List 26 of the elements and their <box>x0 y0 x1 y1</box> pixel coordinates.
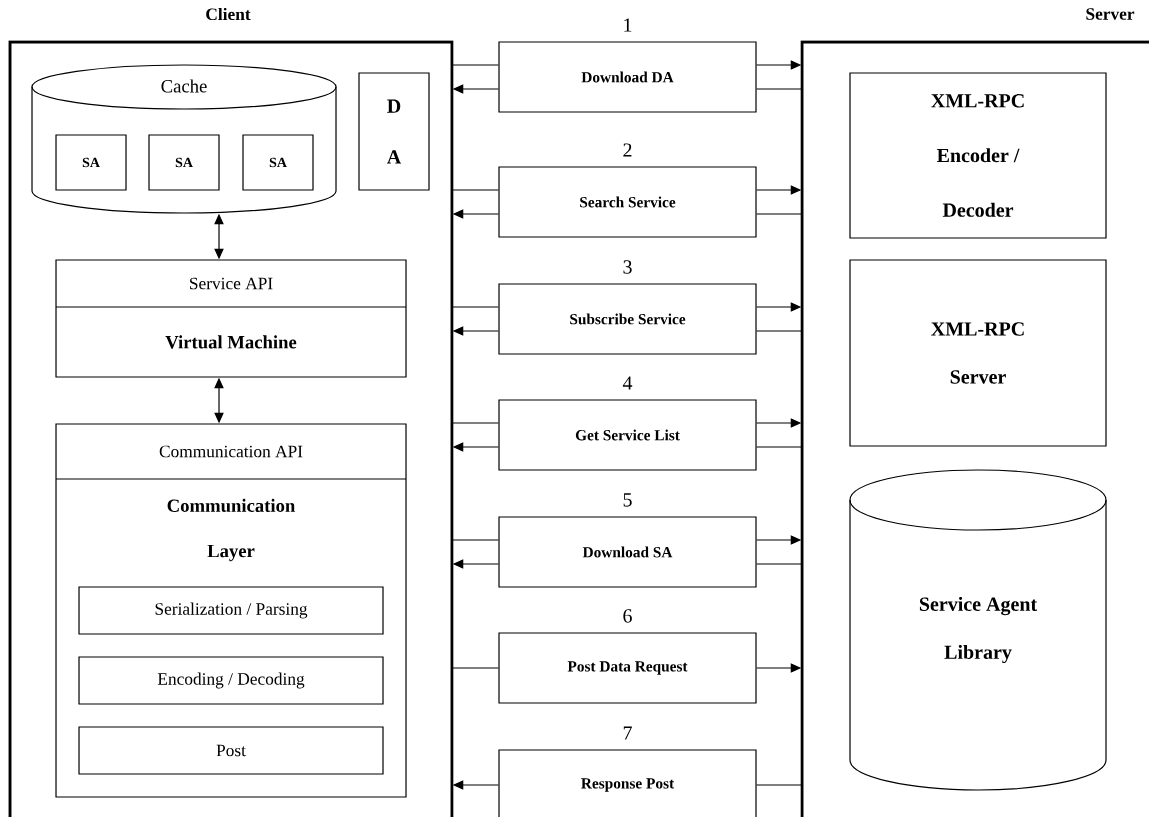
box: XML-RPC Server <box>849 259 1107 447</box>
step-number: 7 <box>623 726 632 740</box>
box: Encoding / Decoding <box>78 656 384 705</box>
box: Serialization / Parsing <box>78 586 384 635</box>
step-number: 3 <box>623 260 632 274</box>
step-number: 5 <box>623 493 632 507</box>
message-box: Download SA <box>498 516 757 588</box>
step-number: 2 <box>623 143 632 157</box>
box: XML-RPC Encoder / Decoder <box>849 72 1107 239</box>
message-box: Download DA <box>498 41 757 113</box>
step-number: 4 <box>622 376 633 390</box>
box: Post <box>78 726 384 775</box>
message-box: Post Data Request <box>498 632 757 704</box>
box: SA <box>242 134 314 191</box>
box: D A <box>358 72 430 191</box>
step-number: 6 <box>623 609 632 623</box>
message-box: Get Service List <box>498 399 757 471</box>
box: SA <box>148 134 220 191</box>
cylinder: Service Agent Library <box>849 469 1107 791</box>
message-box: Subscribe Service <box>498 283 757 355</box>
box: SA <box>55 134 127 191</box>
message-box: Search Service <box>498 166 757 238</box>
step-number: 1 <box>624 18 632 32</box>
layer-box: Service API Virtual Machine <box>55 259 407 378</box>
message-box: Response Post <box>498 749 757 817</box>
node-label: Service Agent Library <box>919 596 1038 664</box>
